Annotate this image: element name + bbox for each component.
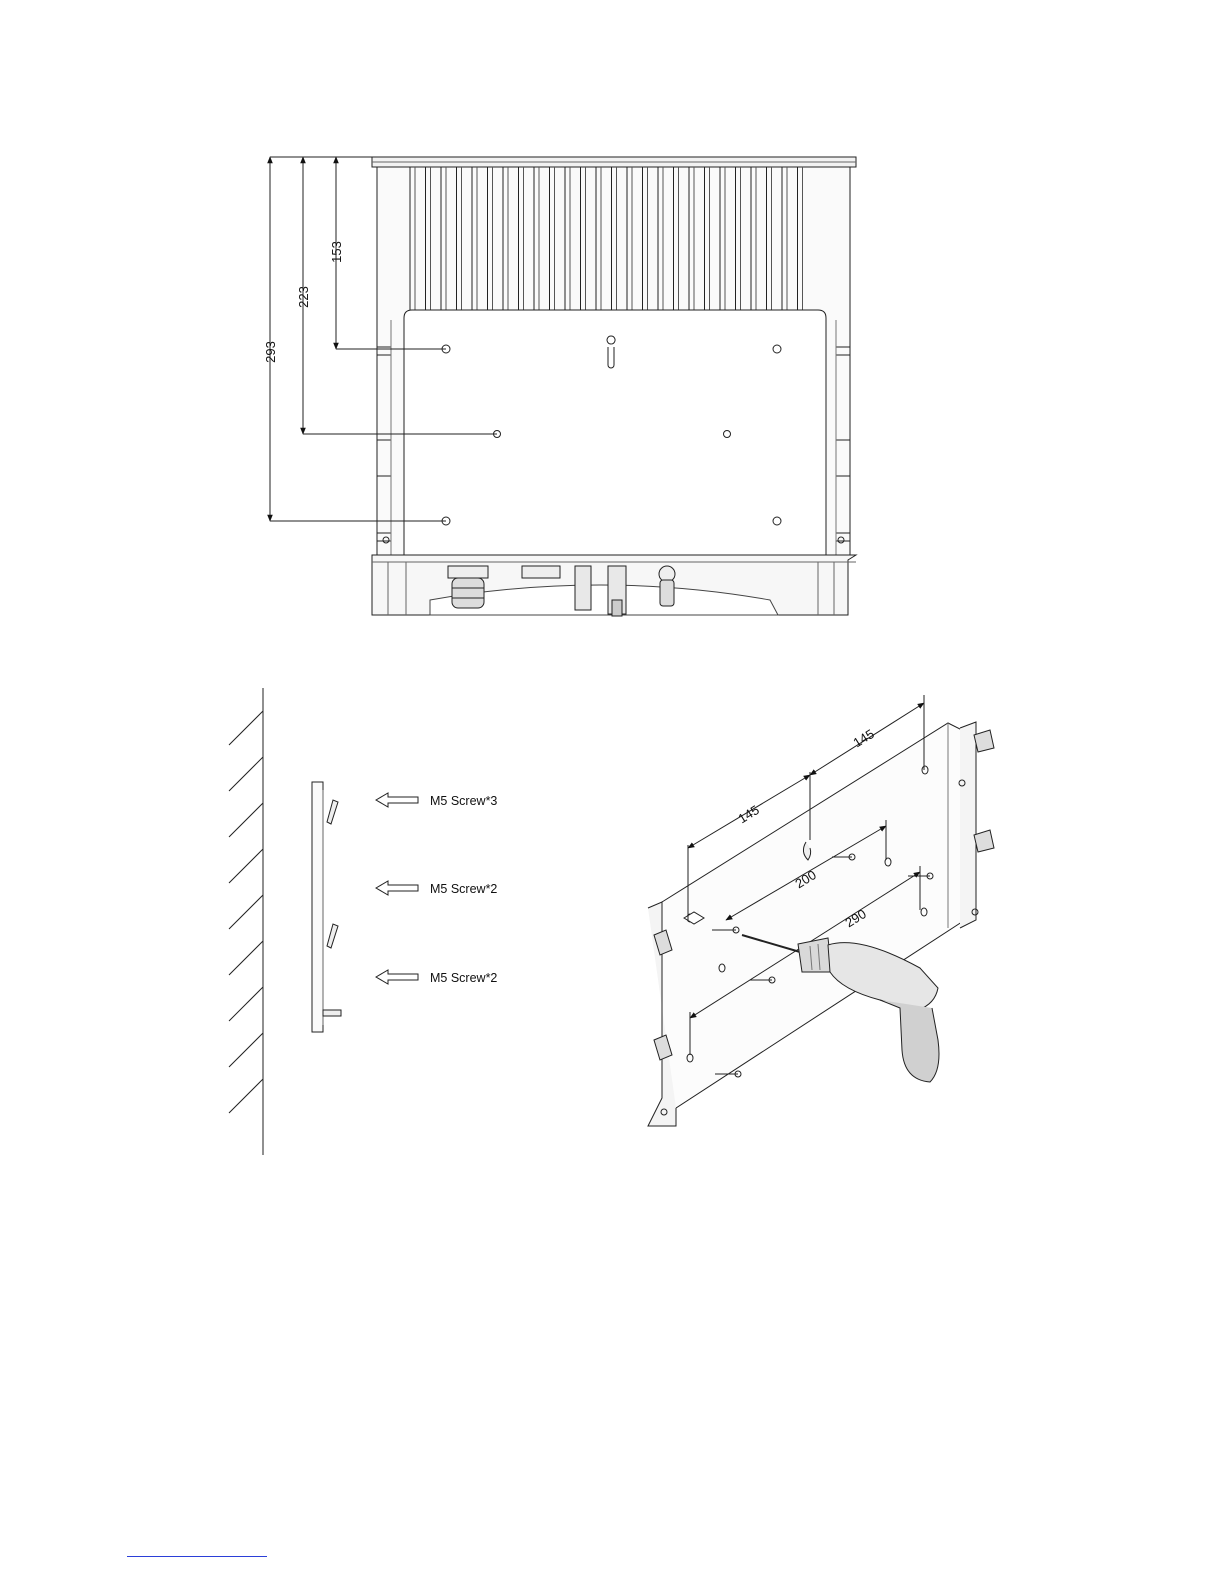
- inverter-top-view: [270, 157, 856, 616]
- dimension-293: 293: [263, 341, 278, 363]
- dimension-223: 223: [296, 286, 311, 308]
- footnote-rule: [127, 1556, 267, 1557]
- dimension-153: 153: [329, 241, 344, 263]
- bracket-isometric-view: [648, 695, 994, 1126]
- screw-callout-3: M5 Screw*2: [430, 971, 497, 985]
- screw-callout-1: M5 Screw*3: [430, 794, 497, 808]
- wall-side-view: [229, 688, 418, 1155]
- screw-callout-2: M5 Screw*2: [430, 882, 497, 896]
- wall-hatching: [229, 711, 263, 1113]
